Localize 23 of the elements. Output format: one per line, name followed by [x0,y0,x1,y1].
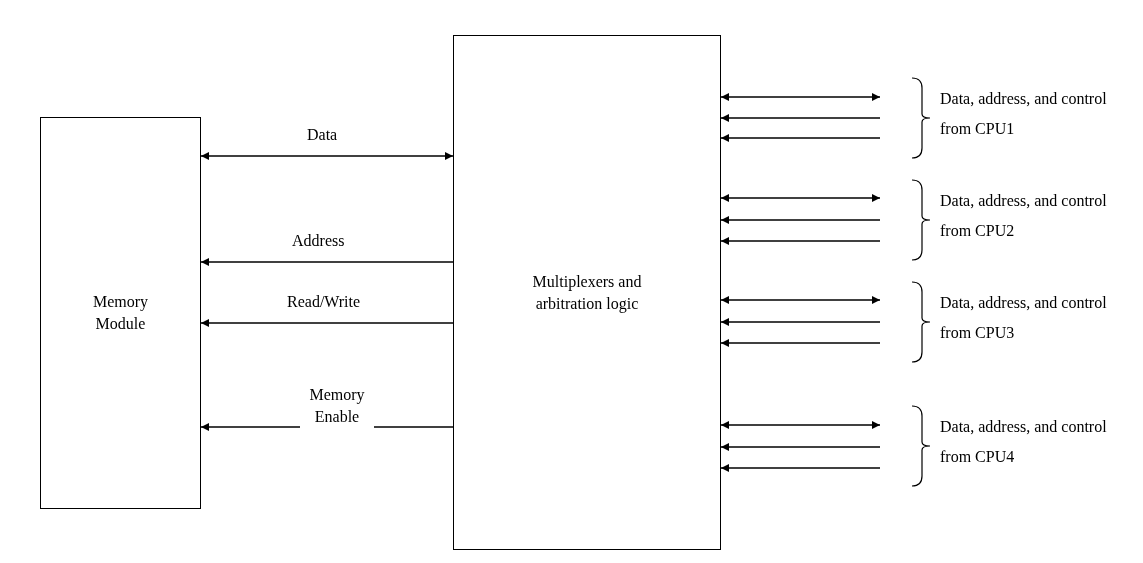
bus-label: Data, address, and control from CPU1 [940,89,1108,139]
bus-label: Data, address, and control from CPU2 [940,191,1108,241]
arrow [720,134,881,142]
bus-label: Data, address, and control from CPU4 [940,417,1108,467]
block-label: Memory Module [91,292,150,334]
arrow [200,152,454,160]
arrow [720,421,881,429]
logic-block [453,35,721,550]
arrow [200,258,454,266]
bus-label: Data, address, and control from CPU3 [940,293,1108,343]
arrow [720,296,881,304]
arrow [720,93,881,101]
arrow [720,464,881,472]
block-label: Multiplexers and arbitration logic [531,271,643,315]
arrow [720,339,881,347]
arrow [720,194,881,202]
arrow [720,237,881,245]
arrow [720,318,881,326]
memory-block [40,117,201,509]
arrow [720,216,881,224]
arrow [720,114,881,122]
arrow [200,319,454,327]
arrow [720,443,881,451]
